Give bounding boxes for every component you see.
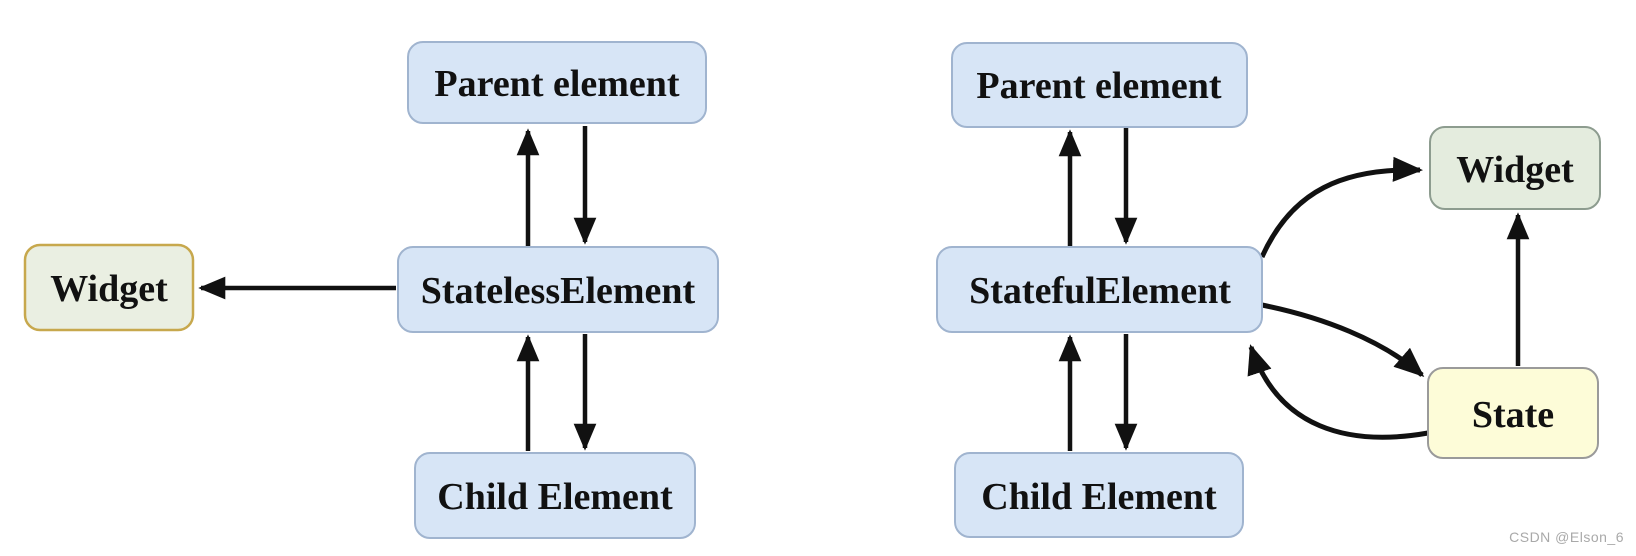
box-parent-element-right [951,42,1248,128]
box-widget-left [23,243,195,332]
arrow-stateful-to-state [1261,302,1425,377]
label-parent-element-left: Parent element [434,63,679,105]
box-parent-element-left [407,41,707,124]
label-stateful-element: StatefulElement [969,270,1231,312]
label-child-element-left: Child Element [437,476,673,518]
label-state: State [1472,394,1554,436]
box-stateful-element [936,246,1263,333]
arrow-state-to-stateful [1247,344,1429,440]
label-stateless-element: StatelessElement [421,270,696,312]
box-child-element-left [414,452,696,539]
label-parent-element-right: Parent element [976,65,1221,107]
box-state [1427,367,1599,459]
arrow-stateful-to-widget [1259,156,1423,259]
label-widget-right: Widget [1456,149,1574,191]
box-widget-right [1429,126,1601,210]
label-child-element-right: Child Element [981,476,1217,518]
box-child-element-right [954,452,1244,538]
csdn-watermark: CSDN @Elson_6 [1509,529,1624,545]
label-widget-left: Widget [50,268,168,310]
box-stateless-element [397,246,719,333]
